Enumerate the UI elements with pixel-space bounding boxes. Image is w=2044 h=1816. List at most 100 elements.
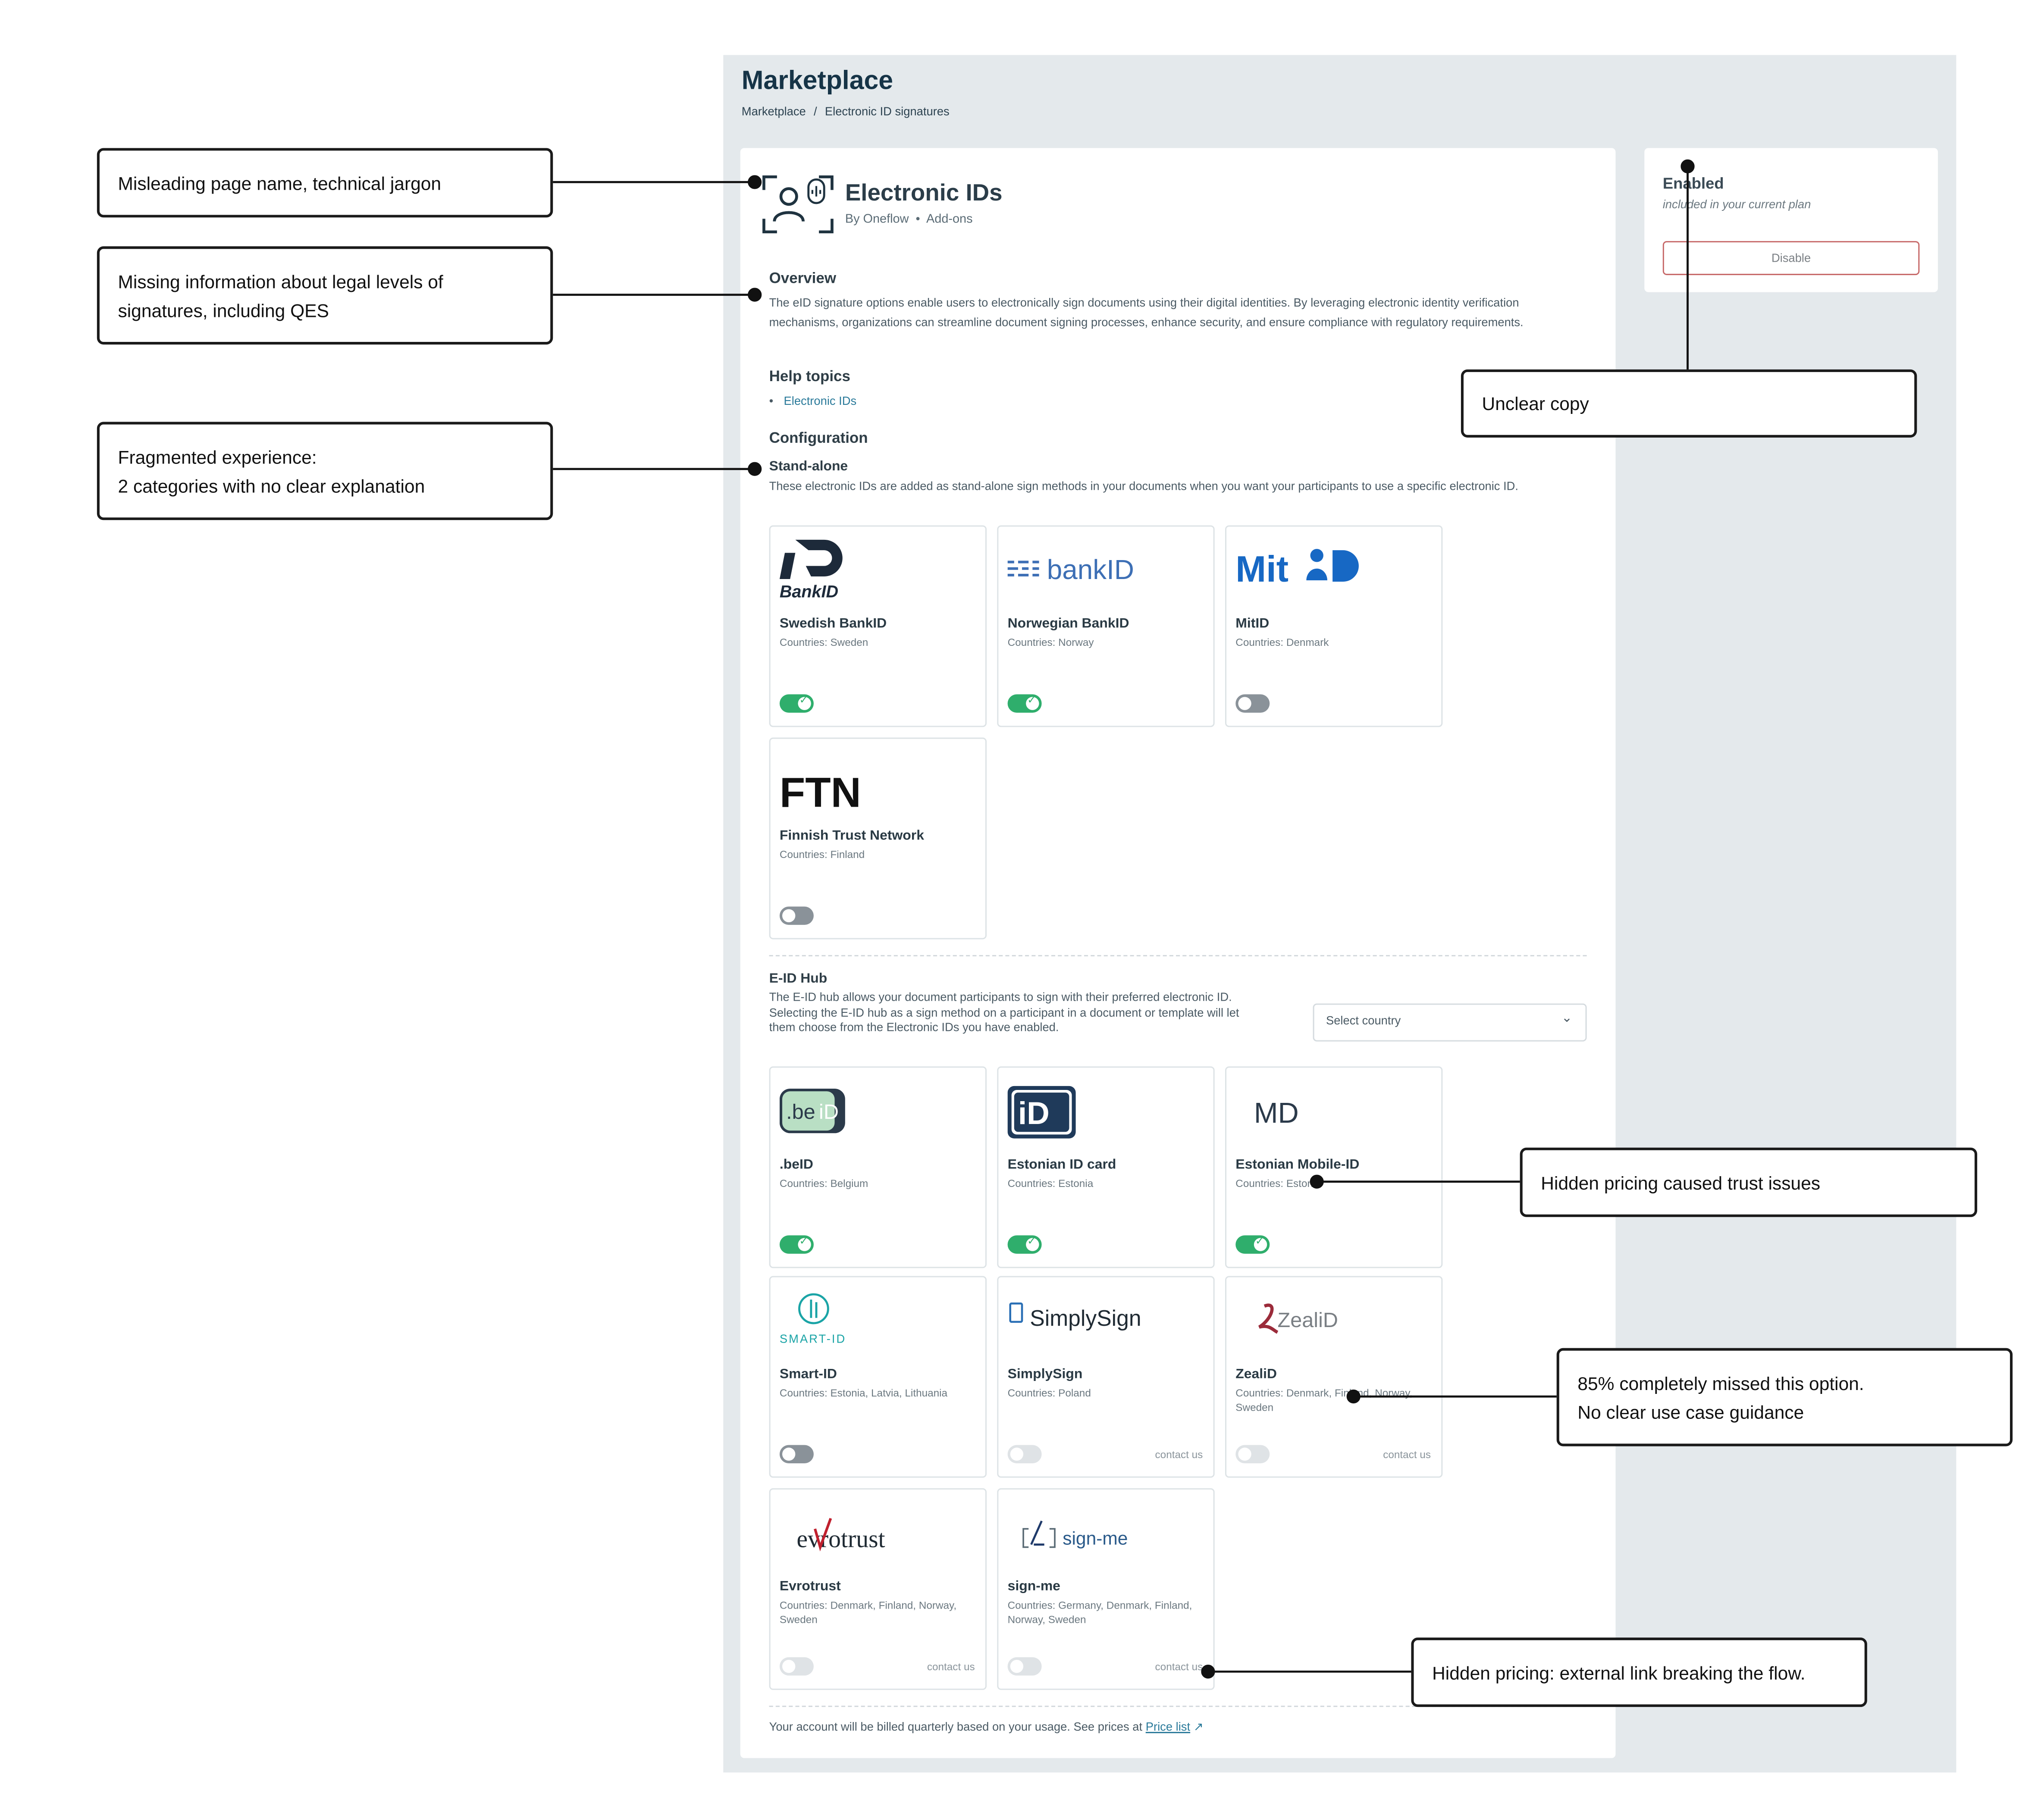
enable-toggle-norwegian-bankid[interactable] [1007,694,1042,713]
svg-text:evrotrust: evrotrust [796,1525,885,1553]
svg-text:iD: iD [819,1100,839,1124]
eid-tile-evrotrust[interactable]: evrotrust Evrotrust Countries: Denmark, … [769,1488,987,1690]
eid-tile-estonian-mobile-id[interactable]: MD Estonian Mobile-ID Countries: Estonia [1225,1066,1443,1268]
help-topics-heading: Help topics [769,369,850,385]
toggle-knob [1010,1659,1024,1673]
breadcrumb-item-marketplace[interactable]: Marketplace [741,105,806,118]
toggle-knob [1010,1447,1024,1461]
svg-text:SimplySign: SimplySign [1030,1306,1141,1331]
status-subtext: included in your current plan [1662,197,1811,211]
tile-name: Finnish Trust Network [779,828,924,844]
enable-toggle-sign-me[interactable] [1007,1657,1042,1676]
norwegian-bankid-logo: bankID [1007,554,1134,585]
country-select[interactable]: Select country ⌄ [1313,1003,1587,1042]
tile-name: sign-me [1007,1578,1060,1594]
eid-tile-ftn[interactable]: FTN Finnish Trust Network Countries: Fin… [769,737,987,939]
chevron-down-icon: ⌄ [1561,1011,1573,1026]
annotation-misleading-name: Misleading page name, technical jargon [97,148,553,218]
svg-text:SMART-ID: SMART-ID [780,1332,846,1345]
disable-button[interactable]: Disable [1662,241,1920,276]
toggle-knob [1254,1235,1267,1251]
standalone-heading: Stand-alone [769,458,848,474]
eid-tile-sign-me[interactable]: sign-me sign-me Countries: Germany, Denm… [997,1488,1215,1690]
enable-toggle-evrotrust[interactable] [779,1657,814,1676]
eid-tile-estonian-id-card[interactable]: iD Estonian ID card Countries: Estonia [997,1066,1215,1268]
svg-text:.be: .be [786,1100,815,1124]
eid-tile-beid[interactable]: .be iD .beID Countries: Belgium [769,1066,987,1268]
enable-toggle-swedish-bankid[interactable] [779,694,814,713]
eid-tile-smart-id[interactable]: SMART-ID Smart-ID Countries: Estonia, La… [769,1276,987,1478]
eid-tile-norwegian-bankid[interactable]: bankID Norwegian BankID Countries: Norwa… [997,525,1215,727]
enable-toggle-smart-id[interactable] [779,1445,814,1464]
annotation-fragmented-experience: Fragmented experience: 2 categories with… [97,422,553,520]
tile-countries: Countries: Denmark, Finland, Norway, Swe… [779,1600,957,1625]
tile-countries: Countries: Germany, Denmark, Finland, No… [1007,1600,1192,1625]
contact-us-link[interactable]: contact us [1155,1449,1203,1461]
tile-name: Estonian Mobile-ID [1235,1156,1360,1173]
enable-toggle-estonian-id-card[interactable] [1007,1235,1042,1254]
tile-name: Swedish BankID [779,616,887,632]
smart-id-logo: SMART-ID [780,1293,846,1345]
section-divider [769,955,1587,957]
enable-toggle-beid[interactable] [779,1235,814,1254]
tile-countries: Countries: Poland [1007,1387,1091,1400]
external-link-icon: ↗ [1193,1720,1204,1733]
page-title: Marketplace [741,66,893,96]
addon-vendor: By Oneflow [845,212,909,227]
overview-heading: Overview [769,271,837,287]
eid-tile-simplysign[interactable]: SimplySign SimplySign Countries: Poland … [997,1276,1215,1478]
sign-me-logo: sign-me [1022,1520,1128,1549]
enable-toggle-zealid[interactable] [1235,1445,1270,1464]
annotation-missing-legal-levels: Missing information about legal levels o… [97,246,553,345]
svg-text:iD: iD [1018,1096,1050,1131]
tile-name: Estonian ID card [1007,1156,1116,1173]
addon-status-card: Enabled included in your current plan Di… [1644,148,1938,292]
svg-text:Mit: Mit [1235,549,1288,590]
tile-name: Norwegian BankID [1007,616,1129,632]
enable-toggle-ftn[interactable] [779,906,814,925]
addon-title: Electronic IDs [845,179,1003,206]
breadcrumb-item-current: Electronic ID signatures [824,105,950,118]
annotation-text: Misleading page name, technical jargon [118,172,442,194]
billing-note: Your account will be billed quarterly ba… [769,1720,1204,1735]
tile-name: ZealiD [1235,1366,1277,1382]
svg-text:sign-me: sign-me [1063,1528,1128,1549]
addon-byline: By Oneflow • Add-ons [845,212,973,227]
eid-tile-swedish-bankid[interactable]: BankID Swedish BankID Countries: Sweden [769,525,987,727]
price-list-link[interactable]: Price list [1145,1720,1191,1733]
svg-text:bankID: bankID [1047,554,1134,585]
annotation-text: Hidden pricing caused trust issues [1541,1171,1821,1193]
eid-tile-zealid[interactable]: ZealiD ZealiD Countries: Denmark, Finlan… [1225,1276,1443,1478]
annotation-line-1: 85% completely missed this option. [1577,1372,1864,1393]
tile-name: .beID [779,1156,813,1173]
enable-toggle-mitid[interactable] [1235,694,1270,713]
annotation-line-2: No clear use case guidance [1577,1401,1804,1422]
breadcrumb: Marketplace/Electronic ID signatures [742,105,950,118]
contact-us-link[interactable]: contact us [1383,1449,1431,1461]
help-topic-item[interactable]: •Electronic IDs [769,395,857,407]
svg-text:FTN: FTN [780,769,861,816]
tile-countries: Countries: Denmark, Finland, Norway, Swe… [1235,1387,1413,1413]
tile-countries: Countries: Denmark [1235,636,1329,649]
toggle-knob [1238,697,1251,710]
annotation-external-link: Hidden pricing: external link breaking t… [1411,1638,1867,1707]
tile-countries: Countries: Estonia [1235,1177,1321,1190]
tile-countries: Countries: Estonia, Latvia, Lithuania [779,1387,948,1400]
evrotrust-logo: evrotrust [796,1518,885,1553]
configuration-heading: Configuration [769,431,868,447]
addon-category: Add-ons [926,212,973,227]
contact-us-link[interactable]: contact us [927,1661,975,1673]
toggle-knob [782,909,796,923]
toggle-knob [798,694,811,710]
annotation-hidden-pricing-trust: Hidden pricing caused trust issues [1520,1147,1978,1217]
estonian-id-card-logo: iD [1007,1086,1076,1139]
contact-us-link[interactable]: contact us [1155,1661,1203,1673]
toggle-knob [1238,1447,1251,1461]
toggle-knob [798,1235,811,1251]
enable-toggle-simplysign[interactable] [1007,1445,1042,1464]
help-topic-link-electronic-ids[interactable]: Electronic IDs [784,394,857,407]
eid-tile-mitid[interactable]: Mit MitID Countries: Denmark [1225,525,1443,727]
svg-text:BankID: BankID [780,582,838,601]
enable-toggle-estonian-mobile-id[interactable] [1235,1235,1270,1254]
